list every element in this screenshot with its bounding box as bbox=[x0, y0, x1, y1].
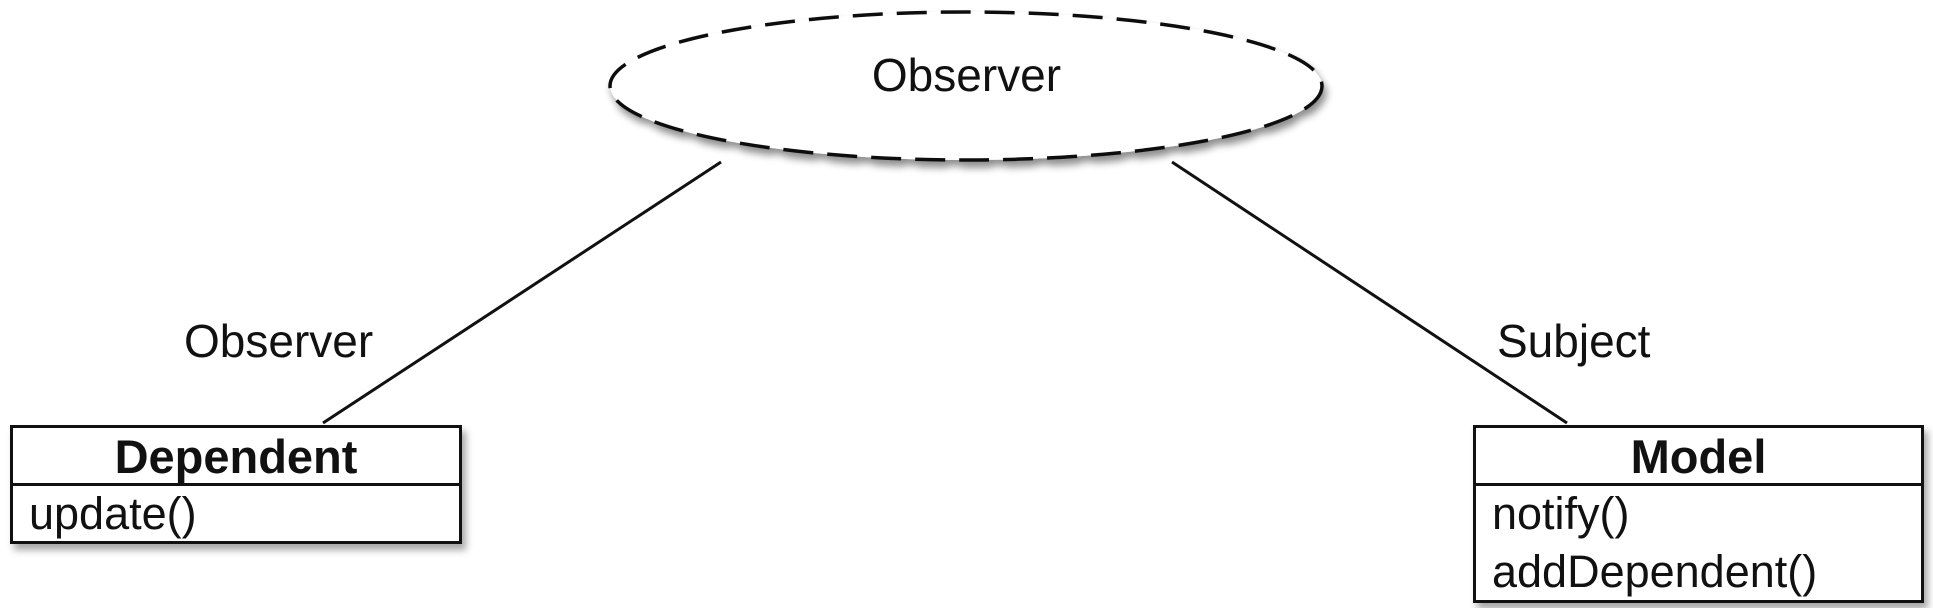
dependent-class-name: Dependent bbox=[13, 428, 459, 486]
update-operation: update() bbox=[29, 488, 197, 539]
collaboration-name-label: Observer bbox=[871, 49, 1062, 101]
observer-role-connector[interactable] bbox=[322, 160, 722, 425]
model-class-box[interactable]: Model notify() addDependent() bbox=[1473, 425, 1924, 603]
observer-role-label: Observer bbox=[184, 315, 374, 367]
dependent-operations: update() bbox=[13, 486, 459, 544]
model-operations: notify() addDependent() bbox=[1476, 486, 1921, 602]
notify-operation: notify() bbox=[1492, 488, 1630, 539]
dependent-class-box[interactable]: Dependent update() bbox=[10, 425, 462, 544]
model-class-name: Model bbox=[1476, 428, 1921, 486]
add-dependent-operation: addDependent() bbox=[1492, 546, 1818, 597]
subject-role-label: Subject bbox=[1497, 315, 1651, 367]
collaboration-ellipse[interactable] bbox=[608, 10, 1324, 162]
subject-role-connector[interactable] bbox=[1171, 160, 1568, 425]
